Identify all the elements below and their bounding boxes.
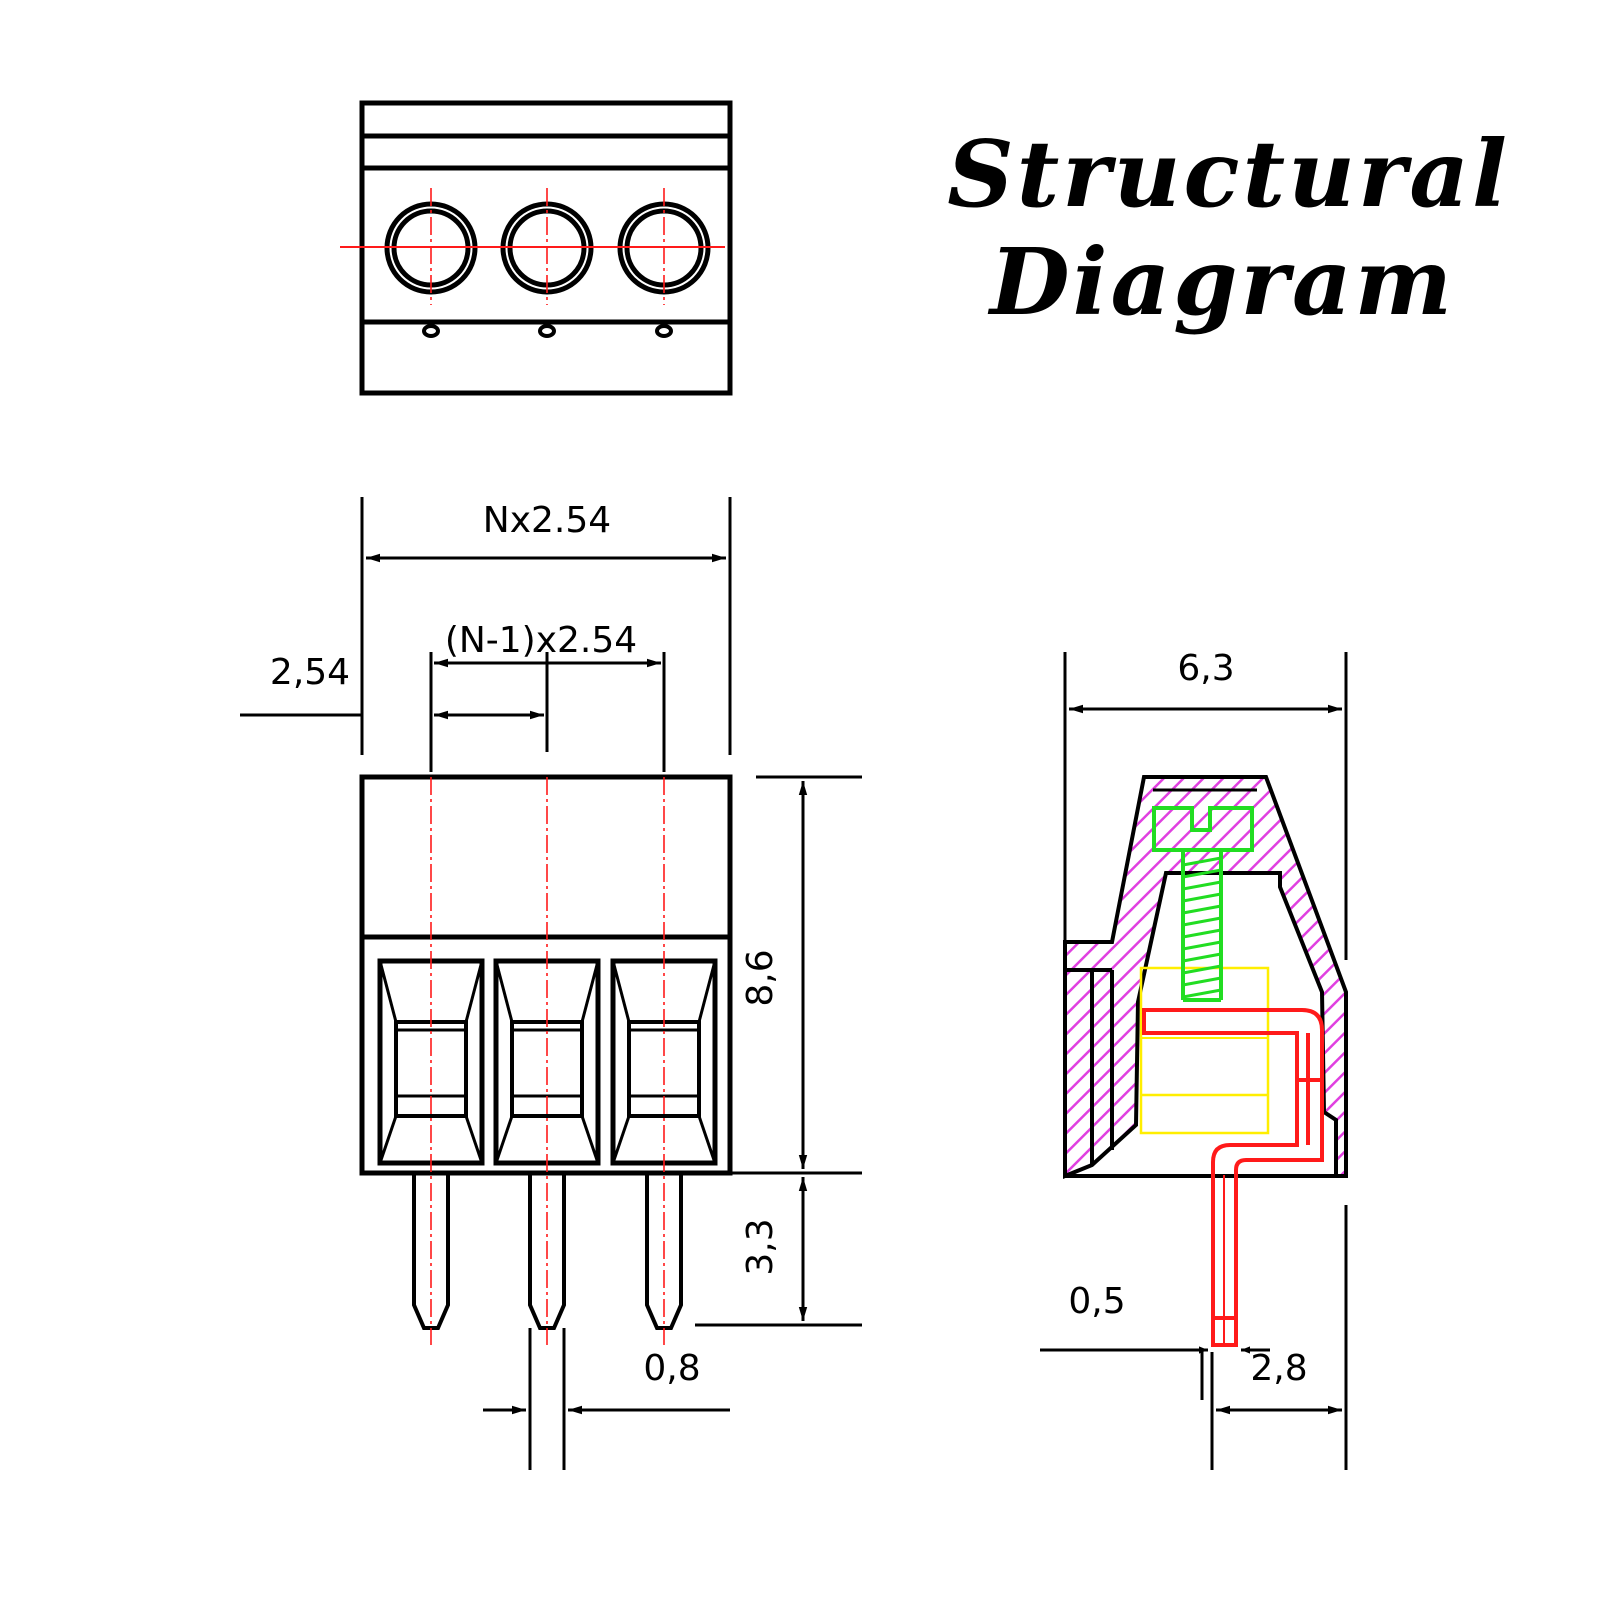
side-width-label: 6,3 xyxy=(1177,648,1234,689)
top-view xyxy=(340,100,733,396)
clamp xyxy=(1142,1008,1324,1347)
front-view: Nx2.54 (N-1)x2.54 2,54 8,6 3,3 0, xyxy=(240,497,862,1470)
pitch-span-label: (N-1)x2.54 xyxy=(445,620,637,661)
side-pin-width-label: 0,5 xyxy=(1068,1281,1125,1322)
front-view-body xyxy=(359,774,733,1176)
pin-marker-3 xyxy=(655,324,673,338)
overall-width-label: Nx2.54 xyxy=(483,500,611,541)
title-line-1: Structural xyxy=(947,120,1510,228)
screw xyxy=(1152,806,1254,1002)
pin-length-label: 3,3 xyxy=(740,1218,781,1275)
housing-section xyxy=(1063,775,1348,1179)
body-height-label: 8,6 xyxy=(740,949,781,1006)
title-line-2: Diagram xyxy=(989,228,1455,336)
pitch-label: 2,54 xyxy=(270,652,350,693)
side-view: 6,3 0,5 2,8 xyxy=(1040,648,1348,1470)
side-pin-offset-label: 2,8 xyxy=(1250,1348,1307,1389)
pin-width-label: 0,8 xyxy=(643,1348,700,1389)
pin-marker-2 xyxy=(538,324,556,338)
screw-head xyxy=(1152,806,1254,852)
pin-marker-1 xyxy=(422,324,440,338)
clamp-and-pin xyxy=(1142,1008,1324,1347)
